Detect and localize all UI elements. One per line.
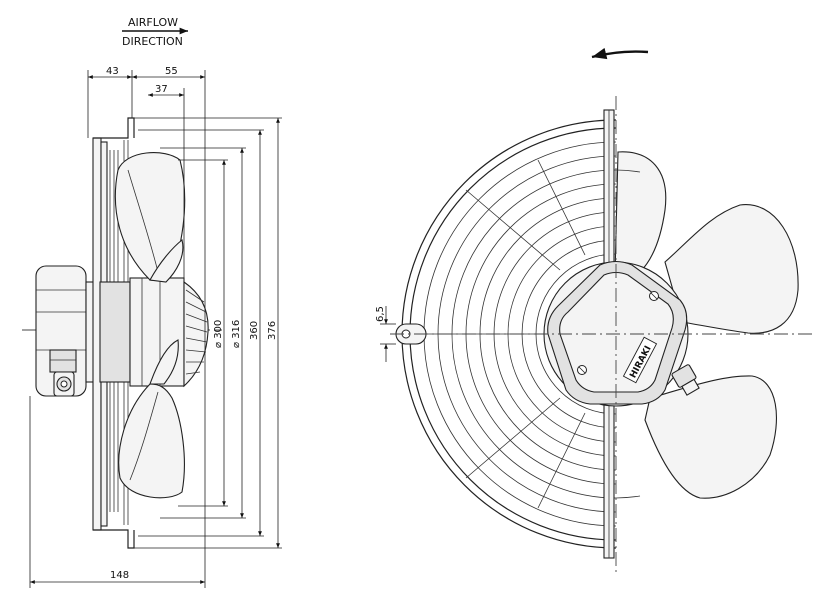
dim-55-label: 55	[165, 66, 178, 77]
cable-gland	[49, 349, 77, 397]
airflow-text-line2: DIRECTION	[122, 35, 183, 48]
front-cable-gland	[671, 364, 700, 396]
mount-bracket-top	[93, 117, 135, 139]
blade-root-lower	[149, 339, 179, 385]
dim-vertical: ⌀ 300 ⌀ 316 360 376	[132, 117, 282, 549]
dim-6-5: 6,5	[375, 306, 396, 362]
rotor-spinner	[183, 280, 209, 388]
dim-bottom-horizontal: 148	[29, 330, 206, 588]
blade-root-upper	[149, 239, 184, 283]
hub-rear	[99, 281, 131, 383]
dim-6-5-label: 6,5	[375, 306, 386, 322]
dim-148-label: 148	[110, 570, 129, 581]
front-blade-bottom	[644, 375, 778, 499]
dim-top-horizontal: 43 55 37	[87, 66, 206, 330]
side-view: 43 55 37 148 ⌀ 300	[22, 66, 282, 588]
dim-37-label: 37	[155, 84, 168, 95]
rotation-direction-arrow	[591, 47, 649, 60]
blade-lower	[118, 383, 185, 499]
mounting-tab	[395, 323, 427, 345]
dim-316-label: ⌀ 316	[231, 320, 242, 348]
dim-376-label: 376	[267, 321, 278, 340]
dim-360-label: 360	[249, 321, 260, 340]
airflow-direction-label: AIRFLOW DIRECTION	[122, 16, 188, 48]
front-blade-top	[614, 151, 667, 276]
front-blade-right	[664, 204, 799, 334]
front-view: 6,5 HIRAKI	[375, 47, 812, 572]
dim-43-label: 43	[106, 66, 119, 77]
dim-300-label: ⌀ 300	[213, 320, 224, 348]
mount-bracket-bottom	[93, 529, 135, 549]
airflow-text-line1: AIRFLOW	[128, 16, 178, 29]
